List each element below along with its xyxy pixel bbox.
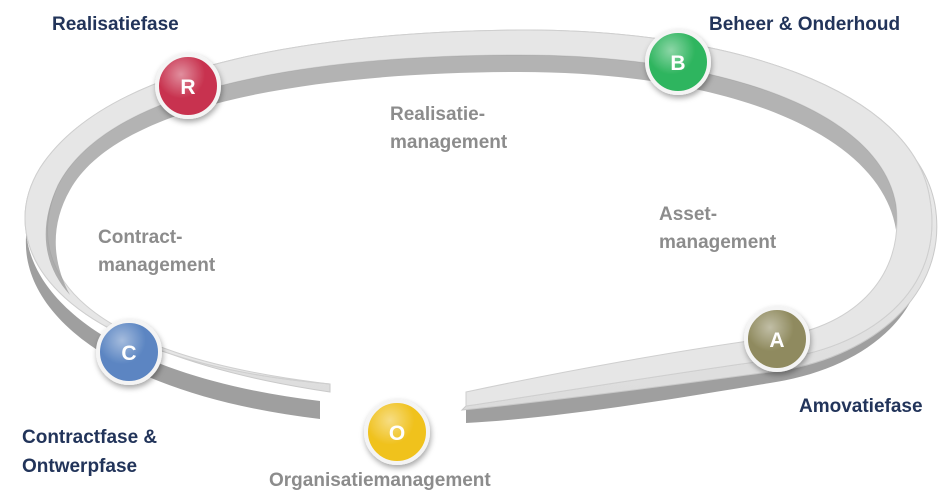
assetmanagement-line-2: management: [659, 232, 777, 253]
realisatiemanagement-line-2: management: [390, 132, 508, 153]
badge-a: A: [744, 306, 810, 372]
badge-o-letter: O: [389, 422, 405, 445]
phase-label-contractfase-line-1: Contractfase &: [22, 427, 158, 448]
badge-c: C: [96, 319, 162, 385]
badge-r: R: [155, 53, 221, 119]
realisatiemanagement-label: Realisatie- management: [390, 101, 507, 157]
phase-label-beheer-onderhoud: Beheer & Onderhoud: [709, 14, 901, 35]
phase-label-amovatiefase: Amovatiefase: [799, 396, 923, 417]
badge-r-letter: R: [180, 76, 195, 99]
assetmanagement-line-1: Asset-: [659, 204, 718, 225]
phase-label-contractfase: Contractfase & Ontwerpfase: [22, 423, 157, 481]
badge-a-letter: A: [769, 329, 784, 352]
contractmanagement-line-2: management: [98, 255, 216, 276]
phase-label-contractfase-line-2: Ontwerpfase: [22, 456, 138, 477]
phase-label-organisatiemanagement: Organisatiemanagement: [269, 470, 491, 491]
badge-b: B: [645, 29, 711, 95]
contractmanagement-line-1: Contract-: [98, 227, 183, 248]
badge-b-letter: B: [670, 52, 685, 75]
badge-o: O: [364, 399, 430, 465]
assetmanagement-label: Asset- management: [659, 201, 776, 257]
phase-label-realisatiefase: Realisatiefase: [52, 14, 179, 35]
realisatiemanagement-line-1: Realisatie-: [390, 104, 486, 125]
contractmanagement-label: Contract- management: [98, 224, 215, 280]
badge-c-letter: C: [121, 342, 136, 365]
